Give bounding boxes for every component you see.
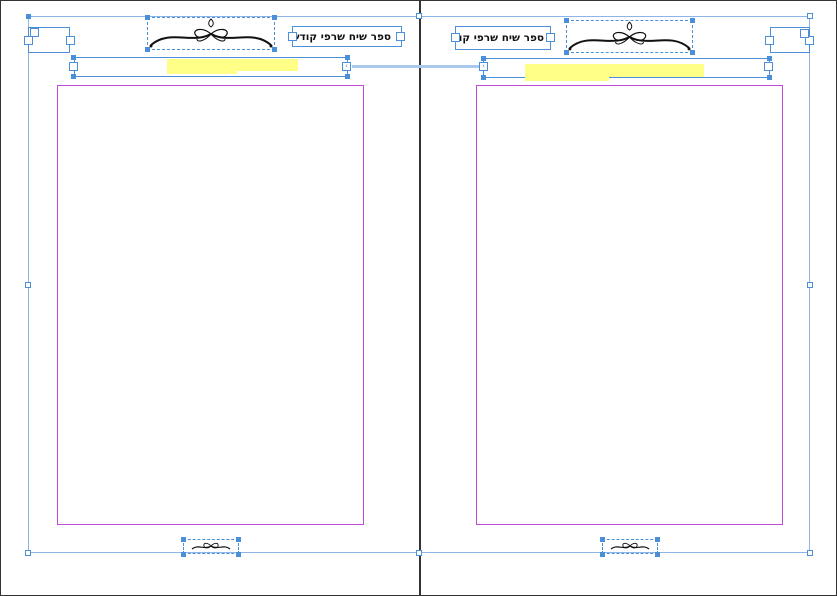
right-footer-ornament-frame[interactable] — [602, 539, 658, 554]
spread-spine — [419, 0, 421, 596]
left-ornament-handle-bl[interactable] — [145, 47, 150, 52]
right-ornament-frame[interactable] — [566, 20, 693, 53]
right-header-in-port[interactable] — [451, 33, 460, 42]
left-subtitle-thread-port-icon[interactable]: ‹ — [342, 62, 351, 71]
left-corner-port-c[interactable] — [30, 28, 39, 37]
right-page-margin-frame — [476, 85, 783, 525]
bleed-handle-br[interactable] — [807, 550, 813, 556]
left-footer-handle-br[interactable] — [236, 552, 241, 557]
right-subtitle-highlight-tail — [525, 66, 609, 81]
right-footer-handle-br[interactable] — [655, 552, 660, 557]
left-corner-port-a[interactable] — [24, 36, 33, 45]
left-footer-handle-bl[interactable] — [181, 552, 186, 557]
left-ornament-handle-tr[interactable] — [272, 15, 277, 20]
left-subtitle-highlight-tail — [167, 66, 237, 74]
left-ornament-handle-tl[interactable] — [145, 15, 150, 20]
left-subtitle-handle-br[interactable] — [345, 74, 350, 79]
left-subtitle-handle-tr[interactable] — [345, 55, 350, 60]
left-subtitle-handle-tl[interactable] — [71, 55, 76, 60]
right-subtitle-handle-tr[interactable] — [767, 56, 772, 61]
bleed-handle-tl[interactable] — [26, 14, 31, 19]
right-footer-handle-tr[interactable] — [655, 537, 660, 542]
right-header-text-frame[interactable]: ספר שיח שרפי קודש — [455, 26, 551, 50]
text-thread-link — [352, 65, 480, 68]
right-subtitle-handle-br[interactable] — [767, 75, 772, 80]
right-ornament-handle-tl[interactable] — [564, 18, 569, 23]
right-header-text[interactable]: ספר שיח שרפי קודש — [456, 32, 544, 44]
right-ornament-handle-bl[interactable] — [564, 50, 569, 55]
left-ornament-frame[interactable] — [147, 17, 275, 50]
bleed-handle-bl[interactable] — [25, 550, 31, 556]
right-corner-port-a[interactable] — [765, 36, 774, 45]
left-ornament-handle-br[interactable] — [272, 47, 277, 52]
bleed-handle-tr[interactable] — [807, 13, 813, 19]
right-subtitle-handle-tl[interactable] — [481, 56, 486, 61]
left-subtitle-handle-bl[interactable] — [71, 74, 76, 79]
flourish-ornament-icon — [568, 21, 691, 51]
flourish-ornament-icon — [610, 542, 650, 550]
bleed-handle-mr[interactable] — [807, 282, 813, 288]
bleed-handle-tc[interactable] — [416, 13, 422, 19]
right-header-out-port[interactable] — [546, 33, 555, 42]
left-footer-handle-tl[interactable] — [181, 537, 186, 542]
flourish-ornament-icon — [191, 542, 231, 550]
left-footer-handle-tr[interactable] — [236, 537, 241, 542]
right-corner-port-c[interactable] — [800, 29, 809, 38]
left-page-margin-frame — [57, 85, 364, 525]
bleed-handle-bc[interactable] — [416, 550, 422, 556]
left-header-text[interactable]: ספר שיח שרפי קודש — [293, 31, 391, 43]
right-subtitle-thread-port-icon[interactable]: ‹ — [479, 62, 488, 71]
left-header-in-port[interactable] — [288, 32, 297, 41]
flourish-ornament-icon — [149, 18, 273, 48]
bleed-handle-ml[interactable] — [25, 282, 31, 288]
right-ornament-handle-tr[interactable] — [690, 18, 695, 23]
right-footer-handle-tl[interactable] — [600, 537, 605, 542]
right-ornament-handle-br[interactable] — [690, 50, 695, 55]
left-header-out-port[interactable] — [396, 32, 405, 41]
right-subtitle-handle-bl[interactable] — [481, 75, 486, 80]
right-corner-port-b[interactable] — [805, 36, 814, 45]
left-subtitle-port-left[interactable] — [69, 62, 78, 71]
left-header-text-frame[interactable]: ספר שיח שרפי קודש — [292, 26, 402, 47]
right-subtitle-port-right[interactable] — [764, 62, 773, 71]
left-footer-ornament-frame[interactable] — [183, 539, 239, 554]
right-footer-handle-bl[interactable] — [600, 552, 605, 557]
left-corner-port-b[interactable] — [66, 36, 75, 45]
